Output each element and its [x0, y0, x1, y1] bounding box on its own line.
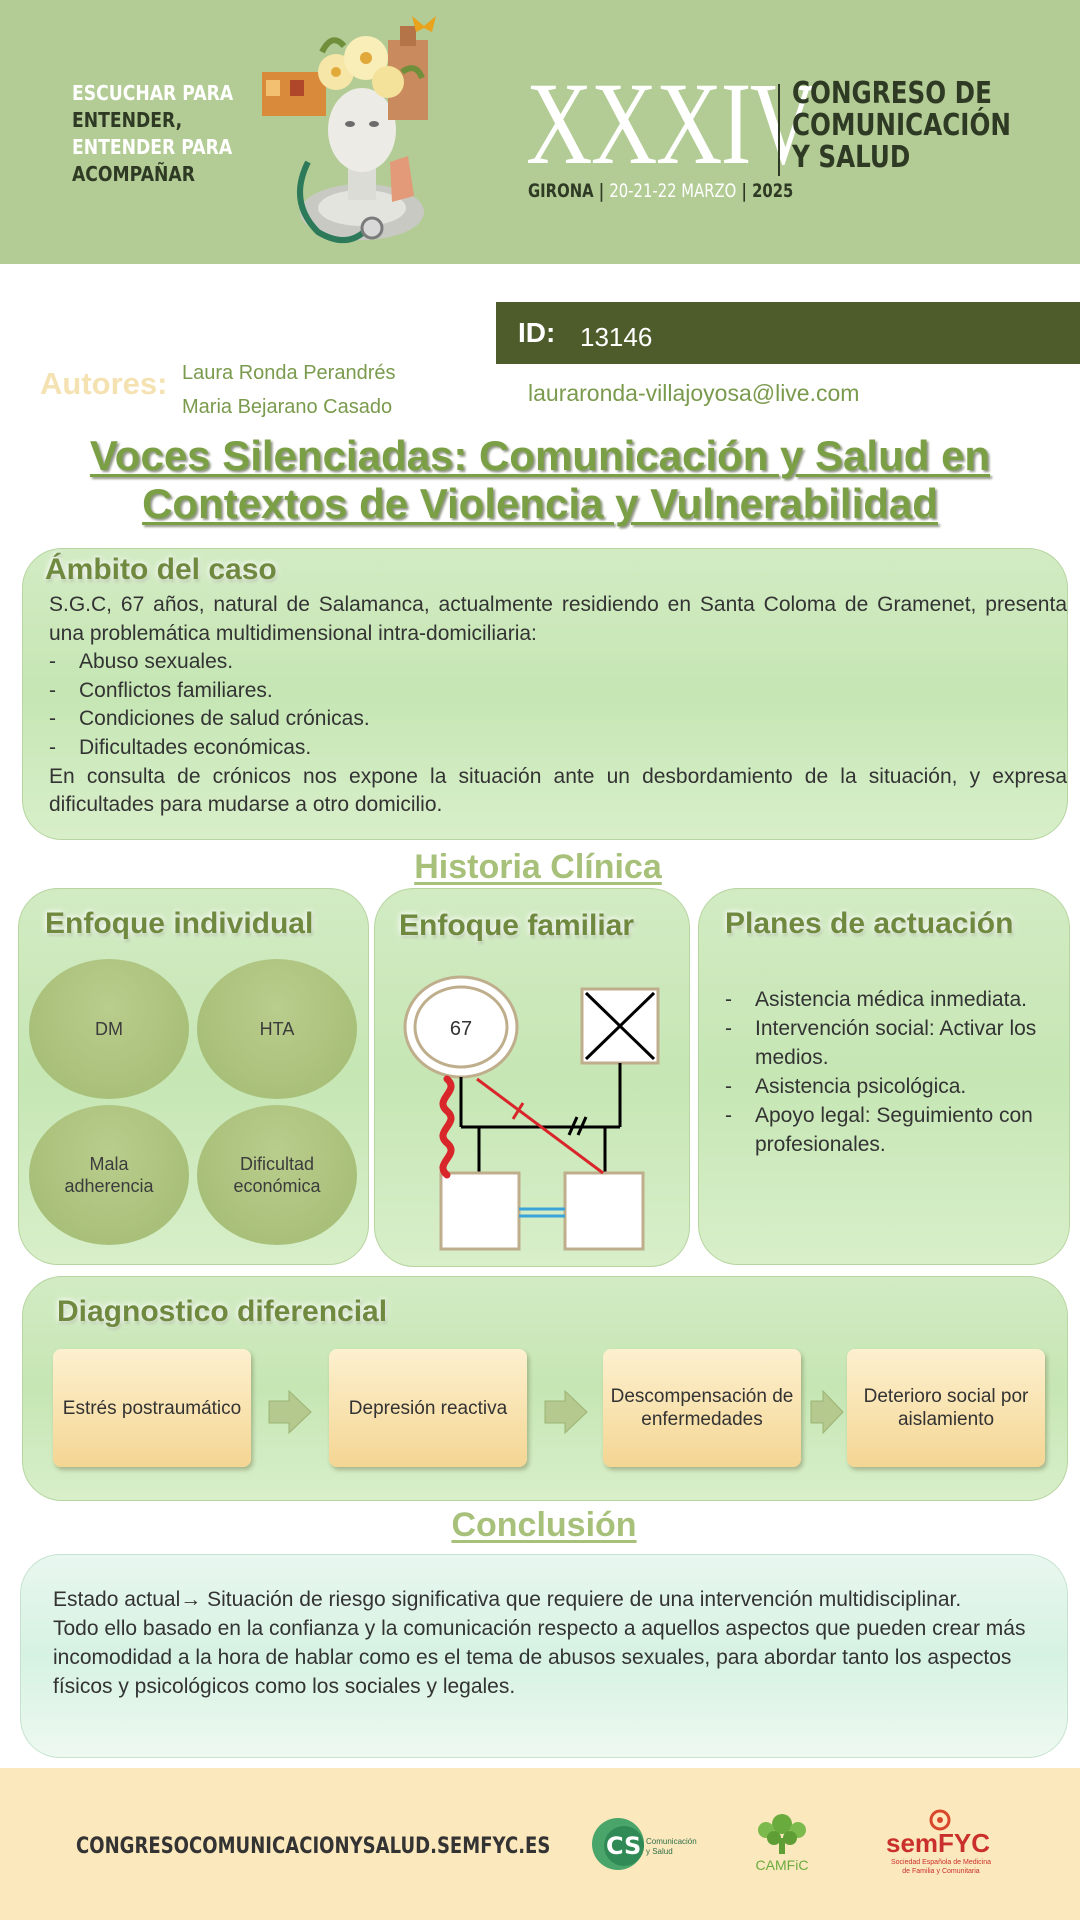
dates-separator: |	[598, 180, 605, 202]
congress-dates: GIRONA | 20-21-22 MARZO | 2025	[528, 180, 793, 202]
authors-label: Autores:	[40, 366, 168, 401]
list-item: Apoyo legal: Seguimiento con profesional…	[725, 1101, 1055, 1159]
chevron-arrow-icon	[268, 1389, 312, 1435]
svg-text:Sociedad Española de Medicina: Sociedad Española de Medicina	[891, 1859, 991, 1866]
bubble-dificultad-economica: Dificultad económica	[197, 1105, 357, 1245]
id-label: ID:	[518, 317, 556, 348]
slogan-line-4: ACOMPAÑAR	[72, 162, 195, 186]
chevron-arrow-icon	[544, 1389, 588, 1435]
list-item: Conflictos familiares.	[49, 677, 1067, 706]
slogan-line-2: ENTENDER,	[72, 108, 183, 132]
svg-text:CS: CS	[606, 1832, 641, 1860]
dd-step-depresion: Depresión reactiva	[329, 1349, 527, 1467]
svg-text:de Familia y Comunitaria: de Familia y Comunitaria	[902, 1868, 980, 1875]
congress-city: GIRONA	[528, 180, 594, 202]
bust-illustration-icon	[262, 16, 436, 243]
list-item: Asistencia médica inmediata.	[725, 985, 1055, 1014]
congress-website-link[interactable]: CONGRESOCOMUNICACIONYSALUD.SEMFYC.ES	[76, 1834, 551, 1859]
congress-year: 2025	[752, 180, 794, 202]
dates-separator: |	[741, 180, 747, 202]
list-item: Abuso sexuales.	[49, 648, 1067, 677]
dd-step-deterioro: Deterioro social por aislamiento	[847, 1349, 1045, 1467]
id-bar: ID: 13146	[496, 302, 1080, 364]
bubble-mala-adherencia: Mala adherencia	[29, 1105, 189, 1245]
header-divider	[778, 84, 780, 176]
author-name: Maria Bejarano Casado	[182, 396, 393, 418]
congress-name: CONGRESO DE COMUNICACIÓN Y SALUD	[792, 78, 1059, 174]
slogan-line-1: ESCUCHAR PARA	[72, 81, 234, 105]
id-value: 13146	[580, 322, 653, 352]
enfoque-individual-heading: Enfoque individual	[45, 907, 314, 940]
congress-name-line-3: Y SALUD	[792, 140, 911, 175]
conclusion-body: Estado actual→ Situación de riesgo signi…	[53, 1585, 1033, 1701]
poster-title-line-1: Voces Silenciadas: Comunicación y Salud …	[89, 432, 991, 479]
diagnostico-panel: Diagnostico diferencial Estrés postraumá…	[22, 1276, 1068, 1501]
genogram-age-label: 67	[450, 1018, 472, 1040]
conclusion-line: Todo ello basado en la confianza y la co…	[53, 1617, 1026, 1698]
historia-clinica-label: Historia Clínica	[414, 848, 662, 886]
congress-days: 20-21-22 MARZO	[609, 180, 737, 202]
author-name: Laura Ronda Perandrés	[182, 362, 396, 384]
dd-step-estres: Estrés postraumático	[53, 1349, 251, 1467]
svg-text:semFYC: semFYC	[886, 1828, 990, 1858]
cs-logo-icon: CS Comunicación y Salud	[592, 1818, 697, 1870]
poster-title: Voces Silenciadas: Comunicación y Salud …	[20, 432, 1060, 528]
camfic-tree-logo-icon: CAMFiC	[756, 1814, 809, 1873]
congress-slogan: ESCUCHAR PARA ENTENDER, ENTENDER PARA AC…	[72, 80, 272, 188]
dd-step-descompensacion: Descompensación de enfermedades	[603, 1349, 801, 1467]
congress-header-banner: ESCUCHAR PARA ENTENDER, ENTENDER PARA AC…	[0, 0, 1080, 264]
bubble-hta: HTA	[197, 959, 357, 1099]
slogan-line-3: ENTENDER PARA	[72, 135, 233, 159]
list-item: Dificultades económicas.	[49, 734, 1067, 763]
conclusion-line: Estado actual→ Situación de riesgo signi…	[53, 1588, 962, 1611]
ambito-body: S.G.C, 67 años, natural de Salamanca, ac…	[49, 591, 1067, 820]
enfoque-familiar-panel: Enfoque familiar 67	[374, 888, 690, 1267]
ambito-heading: Ámbito del caso	[45, 553, 277, 586]
ambito-panel: Ámbito del caso S.G.C, 67 años, natural …	[22, 548, 1068, 840]
contact-email[interactable]: lauraronda-villajoyosa@live.com	[528, 380, 860, 406]
congress-edition-number: XXXIV	[526, 58, 816, 189]
enfoque-familiar-heading: Enfoque familiar	[399, 909, 635, 942]
semfyc-logo-icon: semFYC Sociedad Española de Medicina de …	[886, 1809, 991, 1875]
planes-actuacion-panel: Planes de actuación Asistencia médica in…	[698, 888, 1070, 1265]
congress-name-line-2: COMUNICACIÓN	[792, 108, 1011, 143]
svg-text:CAMFiC: CAMFiC	[756, 1857, 809, 1873]
ambito-outro: En consulta de crónicos nos expone la si…	[49, 764, 1067, 817]
diagnostico-heading: Diagnostico diferencial	[57, 1295, 388, 1328]
conclusion-panel: Estado actual→ Situación de riesgo signi…	[20, 1554, 1068, 1758]
planes-list: Asistencia médica inmediata. Intervenció…	[725, 985, 1055, 1159]
bubble-dm: DM	[29, 959, 189, 1099]
list-item: Condiciones de salud crónicas.	[49, 705, 1067, 734]
svg-text:Comunicación: Comunicación	[646, 1837, 697, 1846]
svg-text:y Salud: y Salud	[646, 1847, 673, 1856]
conclusion-label: Conclusión	[451, 1506, 637, 1544]
enfoque-individual-panel: Enfoque individual DM HTA Mala adherenci…	[18, 888, 369, 1265]
ambito-intro: S.G.C, 67 años, natural de Salamanca, ac…	[49, 593, 1067, 645]
footer: CONGRESOCOMUNICACIONYSALUD.SEMFYC.ES CS …	[0, 1768, 1080, 1920]
congress-name-line-1: CONGRESO DE	[792, 76, 992, 111]
genogram-diagram: 67	[403, 975, 660, 1251]
list-item: Asistencia psicológica.	[725, 1072, 1055, 1101]
chevron-arrow-icon	[810, 1389, 844, 1435]
ambito-problem-list: Abuso sexuales. Conflictos familiares. C…	[49, 648, 1067, 762]
list-item: Intervención social: Activar los medios.	[725, 1014, 1055, 1072]
poster-title-line-2: Contextos de Violencia y Vulnerabilidad	[142, 480, 938, 527]
planes-actuacion-heading: Planes de actuación	[725, 907, 1014, 940]
